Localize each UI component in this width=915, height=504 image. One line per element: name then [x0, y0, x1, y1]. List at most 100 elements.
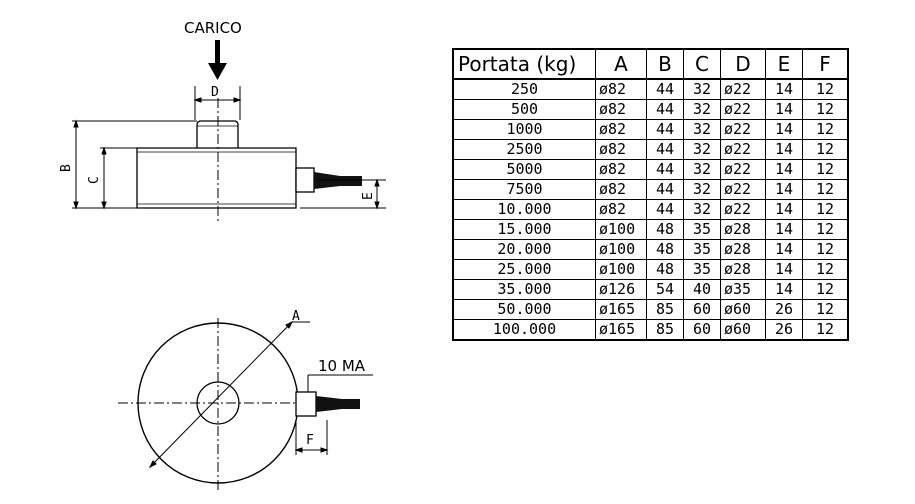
cell-c: 60: [683, 299, 721, 320]
cell-b: 44: [646, 199, 684, 220]
cell-e: 14: [765, 219, 803, 240]
cell-f: 12: [802, 239, 849, 260]
cell-c: 35: [683, 239, 721, 260]
cell-e: 14: [765, 279, 803, 300]
cell-capacity: 5000: [452, 159, 596, 180]
label-d: D: [211, 85, 219, 100]
cell-b: 44: [646, 78, 684, 100]
cable-top: [295, 391, 360, 417]
cell-capacity: 35.000: [452, 279, 596, 300]
label-b: B: [59, 164, 74, 172]
cell-c: 32: [683, 159, 721, 180]
cell-d: ø60: [720, 319, 766, 341]
cell-c: 32: [683, 199, 721, 220]
table-header-row: Portata (kg) A B C D E F: [452, 48, 849, 80]
load-label: CARICO: [184, 19, 242, 37]
label-f: F: [306, 433, 314, 448]
cell-f: 12: [802, 299, 849, 320]
dimension-c: [100, 146, 137, 210]
header-f: F: [802, 48, 849, 80]
cell-a: ø82: [595, 139, 647, 160]
cell-a: ø126: [595, 279, 647, 300]
cell-capacity: 15.000: [452, 219, 596, 240]
cell-c: 32: [683, 139, 721, 160]
cell-c: 35: [683, 219, 721, 240]
header-b: B: [646, 48, 684, 80]
cell-c: 32: [683, 179, 721, 200]
cell-c: 32: [683, 119, 721, 140]
cell-b: 85: [646, 299, 684, 320]
cell-e: 14: [765, 179, 803, 200]
cell-e: 26: [765, 319, 803, 341]
cell-e: 14: [765, 139, 803, 160]
dimension-f: [294, 420, 329, 455]
header-e: E: [765, 48, 803, 80]
cell-f: 12: [802, 219, 849, 240]
cell-d: ø22: [720, 119, 766, 140]
cell-f: 12: [802, 159, 849, 180]
cell-b: 54: [646, 279, 684, 300]
cell-e: 14: [765, 159, 803, 180]
cell-d: ø35: [720, 279, 766, 300]
dimension-e: [300, 178, 386, 210]
cell-d: ø28: [720, 239, 766, 260]
cell-e: 14: [765, 259, 803, 280]
load-cell-drawing: CARICO D E: [59, 19, 386, 492]
cell-a: ø82: [595, 179, 647, 200]
cell-c: 32: [683, 78, 721, 100]
cell-a: ø82: [595, 99, 647, 120]
label-c: C: [87, 176, 102, 184]
cell-capacity: 2500: [452, 139, 596, 160]
cell-b: 48: [646, 219, 684, 240]
cell-d: ø22: [720, 179, 766, 200]
cell-f: 12: [802, 319, 849, 341]
cell-a: ø165: [595, 299, 647, 320]
cell-e: 14: [765, 199, 803, 220]
cell-d: ø28: [720, 219, 766, 240]
cell-b: 85: [646, 319, 684, 341]
load-button-top: [196, 381, 240, 425]
cell-a: ø82: [595, 119, 647, 140]
cell-c: 60: [683, 319, 721, 341]
cable-label: 10 MA: [318, 357, 366, 375]
load-arrow-icon: [208, 40, 227, 80]
label-a: A: [292, 309, 300, 324]
cell-b: 44: [646, 139, 684, 160]
cell-a: ø82: [595, 78, 647, 100]
cell-f: 12: [802, 279, 849, 300]
cell-capacity: 500: [452, 99, 596, 120]
header-d: D: [720, 48, 766, 80]
cell-capacity: 50.000: [452, 299, 596, 320]
cell-b: 44: [646, 119, 684, 140]
cell-b: 48: [646, 239, 684, 260]
cable-side: [295, 167, 362, 193]
cell-c: 40: [683, 279, 721, 300]
cell-c: 32: [683, 99, 721, 120]
cell-b: 44: [646, 179, 684, 200]
cell-f: 12: [802, 78, 849, 100]
cell-e: 14: [765, 78, 803, 100]
label-e: E: [361, 192, 376, 200]
header-c: C: [683, 48, 721, 80]
cell-capacity: 25.000: [452, 259, 596, 280]
cell-d: ø22: [720, 78, 766, 100]
cell-capacity: 100.000: [452, 319, 596, 341]
dimension-a: [148, 320, 310, 469]
cell-a: ø165: [595, 319, 647, 341]
cell-d: ø28: [720, 259, 766, 280]
cell-d: ø22: [720, 139, 766, 160]
